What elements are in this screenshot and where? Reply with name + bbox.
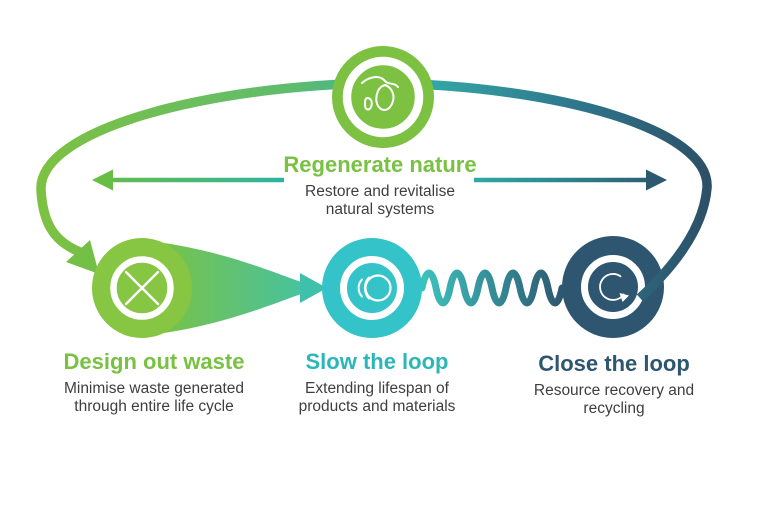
recycle-arrow-icon	[599, 273, 629, 302]
close-title: Close the loop	[538, 351, 690, 376]
regenerate-node	[332, 46, 434, 148]
close-subtitle: Resource recovery and recycling	[533, 382, 695, 417]
regenerate-arrow-left	[92, 169, 284, 191]
design-label: Design out waste Minimise waste generate…	[64, 349, 245, 416]
close-node	[562, 236, 664, 338]
cross-icon	[124, 270, 160, 306]
slow-node	[322, 238, 422, 338]
regenerate-title: Regenerate nature	[283, 152, 477, 177]
loop-arrowhead	[66, 240, 99, 274]
regenerate-arrow-right	[474, 169, 667, 191]
slow-title: Slow the loop	[305, 349, 449, 374]
regenerate-subtitle: Restore and revitalise natural systems	[305, 183, 455, 218]
design-to-slow-arrow	[150, 241, 327, 335]
regenerate-label: Regenerate nature Restore and revitalise…	[283, 152, 476, 219]
slow-subtitle: Extending lifespan of products and mater…	[298, 380, 456, 415]
slow-motion-icon	[357, 274, 392, 302]
design-title: Design out waste	[63, 349, 245, 374]
slow-to-close-wave	[418, 269, 566, 307]
design-subtitle: Minimise waste generated through entire …	[63, 380, 245, 415]
globe-icon	[361, 76, 399, 111]
slow-label: Slow the loop Extending lifespan of prod…	[299, 349, 456, 416]
design-node	[92, 238, 192, 338]
close-label: Close the loop Resource recovery and rec…	[534, 351, 694, 418]
